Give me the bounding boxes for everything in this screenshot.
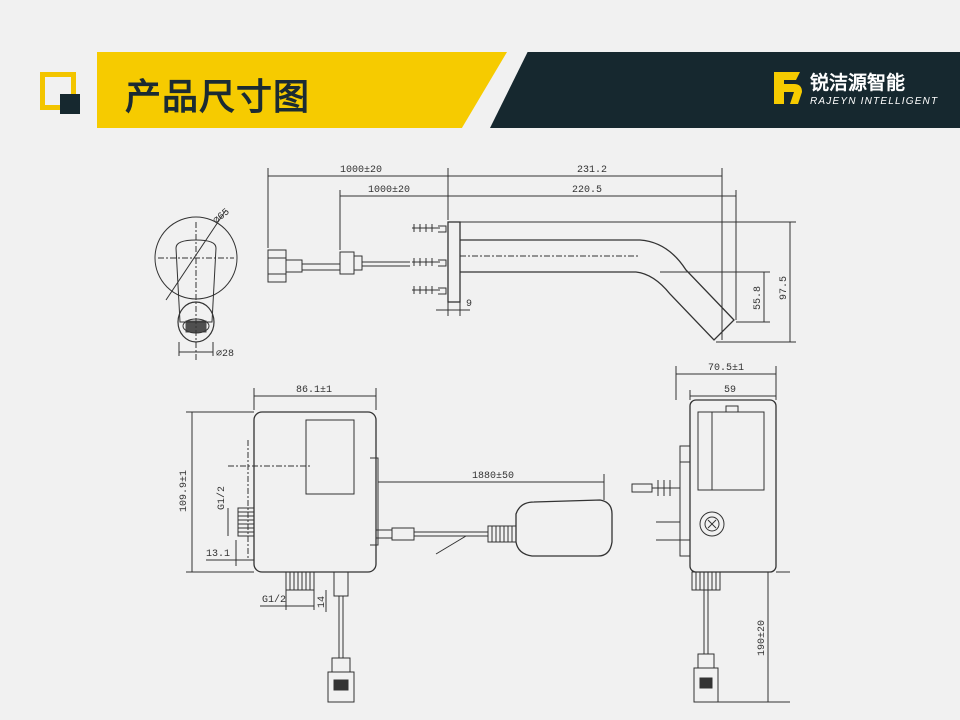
dim-side-cable: 190±20 (757, 620, 768, 656)
brand-banner (490, 52, 960, 128)
dim-offset: 13.1 (206, 549, 230, 560)
title-banner (97, 52, 507, 128)
dim-inlet-left: G1/2 (216, 486, 228, 510)
page-title: 产品尺寸图 (125, 77, 311, 118)
brand-name-cn: 锐洁源智能 (810, 72, 906, 94)
dim-side-outer: 70.5±1 (708, 363, 744, 374)
dim-bottom-small: 14 (317, 596, 328, 608)
header-frame-icon (40, 72, 76, 110)
control-box-side-view (631, 366, 790, 703)
dim-spout-diameter: ∅28 (216, 349, 234, 360)
dim-plate-diameter: ∅65 (212, 207, 233, 227)
faucet-front-view (154, 209, 238, 362)
dim-length-inner: 220.5 (572, 185, 602, 196)
header-square-icon (60, 94, 80, 114)
brand-logo-icon (774, 72, 802, 104)
faucet-side-view (267, 168, 796, 343)
dim-plate-thickness: 9 (466, 299, 472, 310)
dim-inlet-bottom: G1/2 (262, 594, 286, 606)
dim-height-outer: 97.5 (779, 276, 790, 300)
dim-box-height: 109.9±1 (179, 470, 190, 512)
dim-power-cable: 1880±50 (472, 471, 514, 482)
control-box-front-view (186, 388, 613, 703)
dim-cable-total: 1000±20 (340, 165, 382, 176)
dim-box-width: 86.1±1 (296, 385, 332, 396)
dim-cable-inner: 1000±20 (368, 185, 410, 196)
dim-side-inner: 59 (724, 385, 736, 396)
brand-name-en: RAJEYN INTELLIGENT (810, 96, 939, 107)
dim-height-inner: 55.8 (753, 286, 764, 310)
dim-length-outer: 231.2 (577, 165, 607, 176)
